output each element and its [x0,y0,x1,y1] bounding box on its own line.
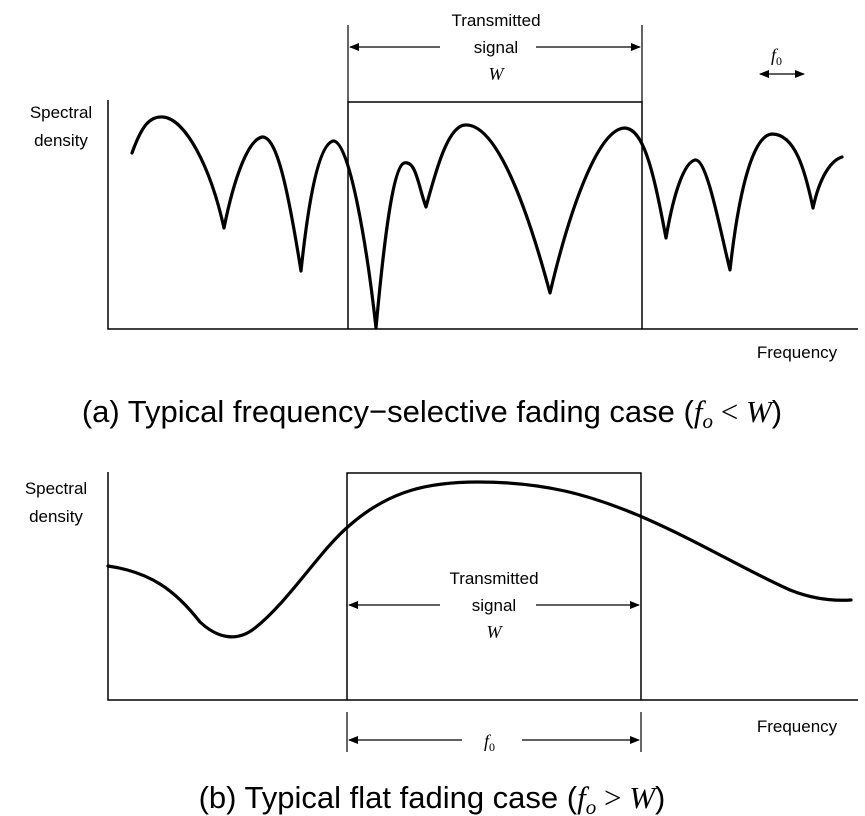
panel-a-signal-label-symbol: W [489,64,506,84]
panel-b-signal-label-symbol: W [487,622,504,642]
panel-b-signal-label-line1: Transmitted [449,569,538,588]
panel-a-spectral-curve [130,115,844,330]
panel-b-ylabel-line2: density [29,507,83,526]
panel-a-ylabel-line1: Spectral [30,103,92,122]
panel-b-spectral-curve [106,480,853,639]
panel-b-caption: (b) Typical flat fading case (fo > W) [199,780,666,816]
panel-b-signal-box [346,472,642,700]
panel-a-ylabel-line2: density [34,131,88,150]
panel-b-xlabel: Frequency [757,717,838,736]
panel-a-signal-box [347,101,643,329]
panel-a-xlabel: Frequency [757,343,838,362]
panel-a-caption: (a) Typical frequency−selective fading c… [82,394,782,433]
panel-b-axes [107,472,858,701]
panel-a-coherence-label: f0 [771,45,782,68]
panel-a-signal-label-line1: Transmitted [451,11,540,30]
panel-b-coherence-label: f0 [484,731,495,754]
panel-a-signal-label-line2: signal [474,38,518,57]
panel-b-signal-label-line2: signal [472,596,516,615]
panel-b-ylabel-line1: Spectral [25,479,87,498]
panel-b: Transmitted signal W f0 Spectral density… [25,472,858,754]
panel-a: Transmitted signal W f0 Spectral density… [30,11,858,362]
panel-a-axes [107,100,858,330]
